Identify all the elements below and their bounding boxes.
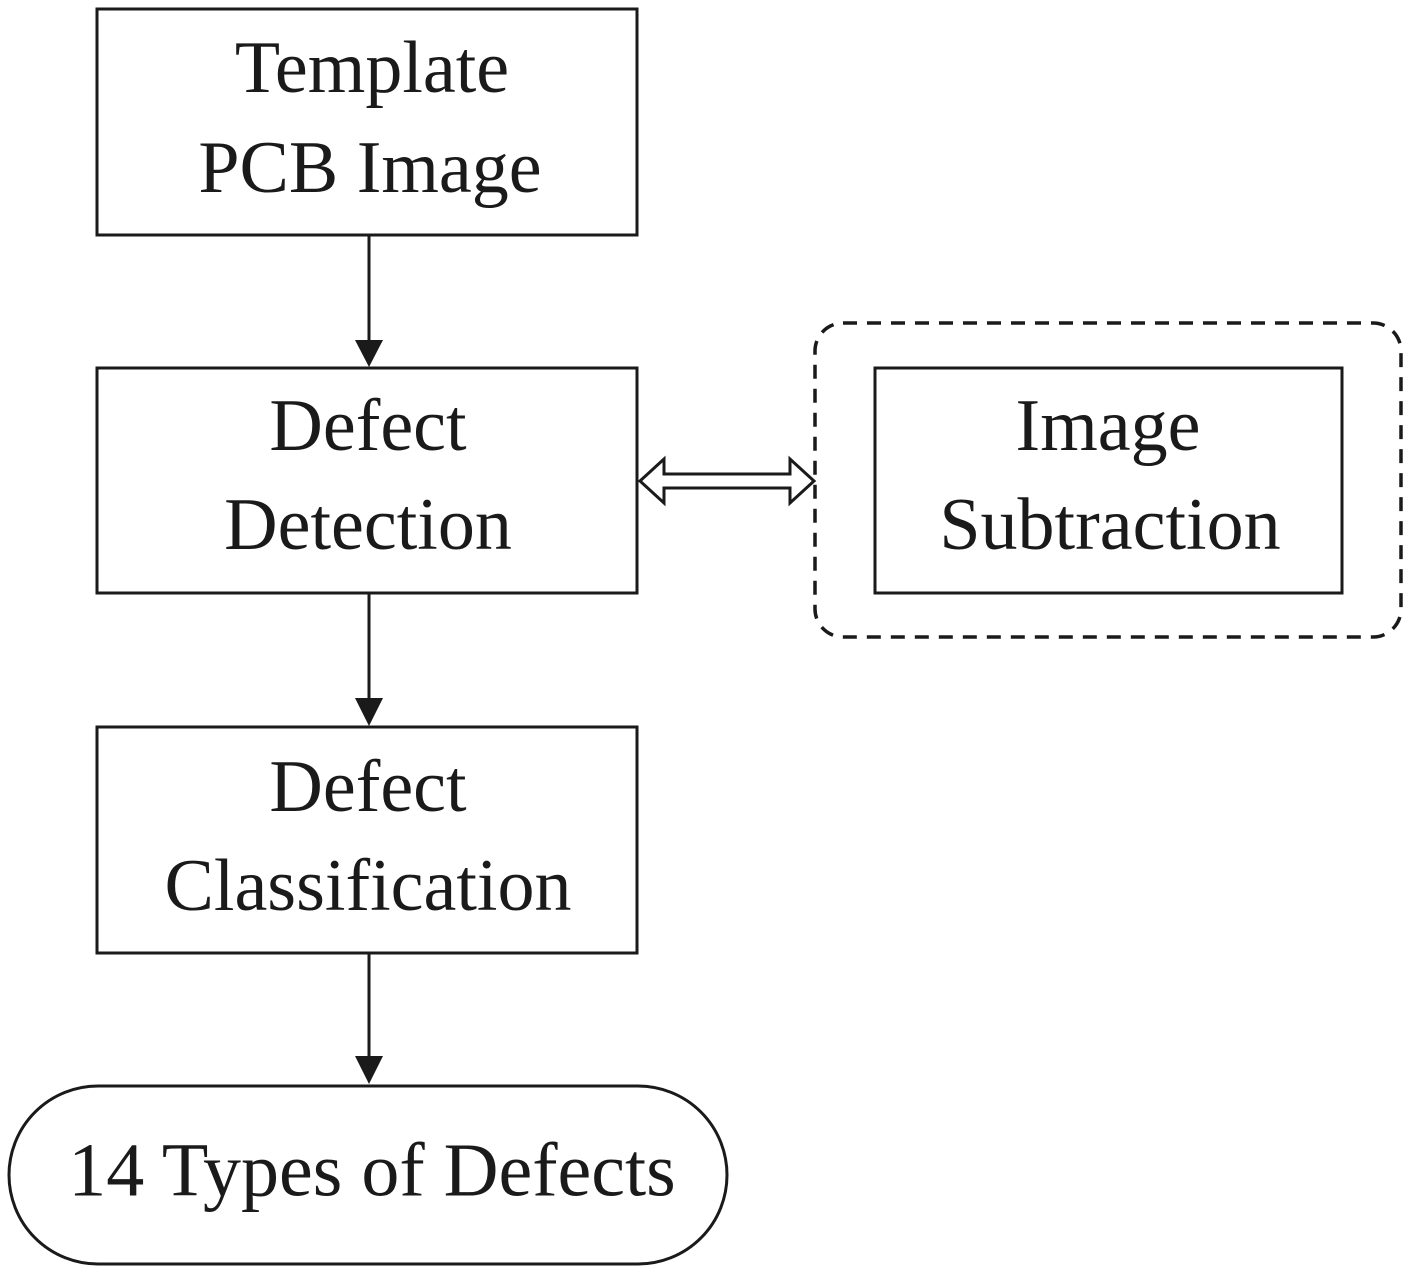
node-output-label: 14 Types of Defects <box>68 1128 675 1212</box>
edge-classification-to-output <box>355 953 383 1084</box>
node-classification-line1: Defect <box>269 746 467 828</box>
node-template-line2: PCB Image <box>198 127 541 209</box>
node-subtraction-line1: Image <box>1016 385 1201 467</box>
node-template-line1: Template <box>235 27 509 109</box>
node-subtraction-line2: Subtraction <box>939 484 1280 566</box>
node-template-pcb-image: Template PCB Image <box>95 7 639 237</box>
node-detection-line1: Defect <box>269 385 467 467</box>
node-image-subtraction: Image Subtraction <box>873 366 1344 595</box>
node-output-terminal: 14 Types of Defects <box>7 1084 729 1266</box>
node-detection-line2: Detection <box>224 484 512 566</box>
node-defect-classification: Defect Classification <box>95 725 639 955</box>
edge-detection-subtraction-bidirectional <box>637 455 817 507</box>
node-defect-detection: Defect Detection <box>95 366 639 595</box>
edge-template-to-detection <box>355 235 383 367</box>
group-image-subtraction-dashed <box>813 321 1403 639</box>
edge-detection-to-classification <box>355 593 383 726</box>
node-classification-line2: Classification <box>165 845 572 927</box>
